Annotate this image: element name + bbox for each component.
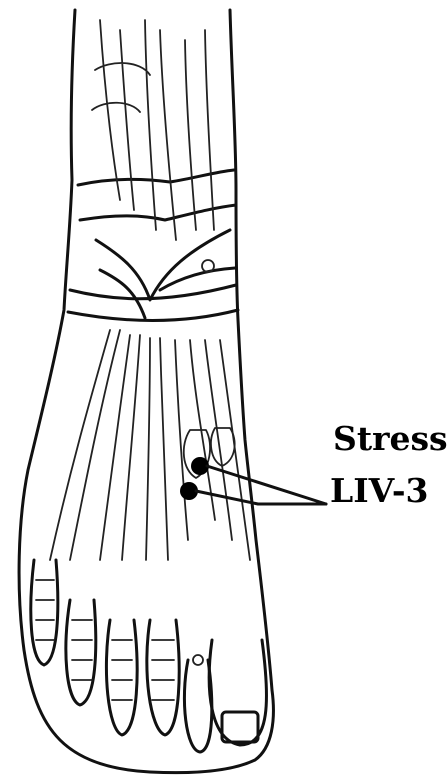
toe-tendons — [50, 330, 250, 560]
leg-tendons — [92, 20, 214, 240]
toe-2 — [184, 660, 211, 752]
label-stress: Stress — [333, 422, 448, 455]
toe-2-joint — [193, 655, 203, 665]
toe-3 — [147, 620, 179, 735]
toe-4 — [106, 620, 137, 735]
label-liv3: LIV-3 — [330, 474, 429, 507]
first-metatarsal-head — [184, 428, 235, 478]
toe-5 — [66, 600, 96, 705]
midfoot-band — [68, 285, 238, 320]
toe-6 — [31, 560, 58, 665]
